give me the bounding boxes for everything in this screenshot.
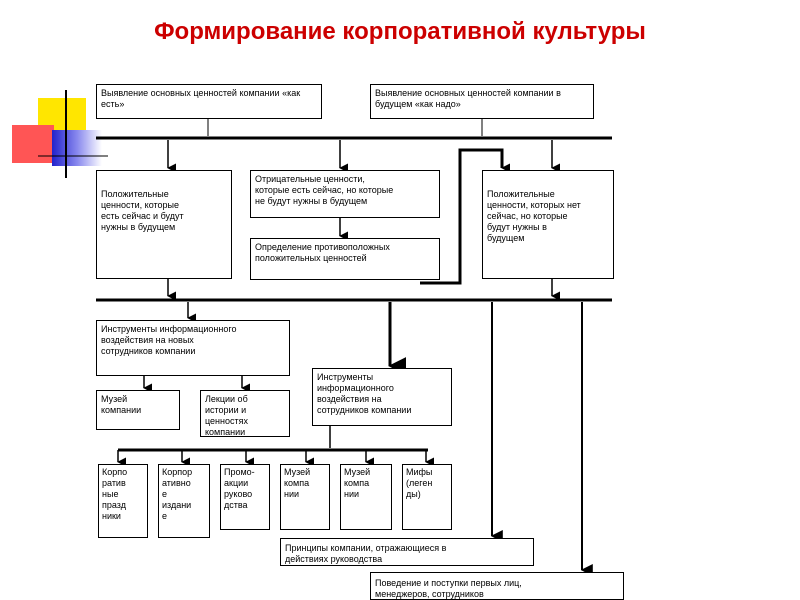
decor-red-square [12,125,54,163]
decor-blue-square [52,130,102,166]
box-tools-staff: Инструменты информационного воздействия … [312,368,452,426]
box-current-values: Выявление основных ценностей компании «к… [96,84,322,119]
box-museum: Музей компании [96,390,180,430]
box-negative-now: Отрицательные ценности, которые есть сей… [250,170,440,218]
box-promo: Промо- акции руково дства [220,464,270,530]
box-future-values: Выявление основных ценностей компании в … [370,84,594,119]
page-title: Формирование корпоративной культуры [154,18,646,45]
box-museum-3: Музей компа нии [340,464,392,530]
box-positive-now: Положительные ценности, которые есть сей… [96,170,232,279]
box-myths: Мифы (леген ды) [402,464,452,530]
box-tools-new: Инструменты информационного воздействия … [96,320,290,376]
box-opposite-positive: Определение противоположных положительны… [250,238,440,280]
box-principles: Принципы компании, отражающиеся в действ… [280,538,534,566]
box-corp-edition: Корпор ативно е издани е [158,464,210,538]
box-corp-holidays: Корпо ратив ные празд ники [98,464,148,538]
box-lectures: Лекции об истории и ценностях компании [200,390,290,437]
box-positive-future: Положительные ценности, которых нет сейч… [482,170,614,279]
box-behavior: Поведение и поступки первых лиц, менедже… [370,572,624,600]
box-museum-2: Музей компа нии [280,464,330,530]
